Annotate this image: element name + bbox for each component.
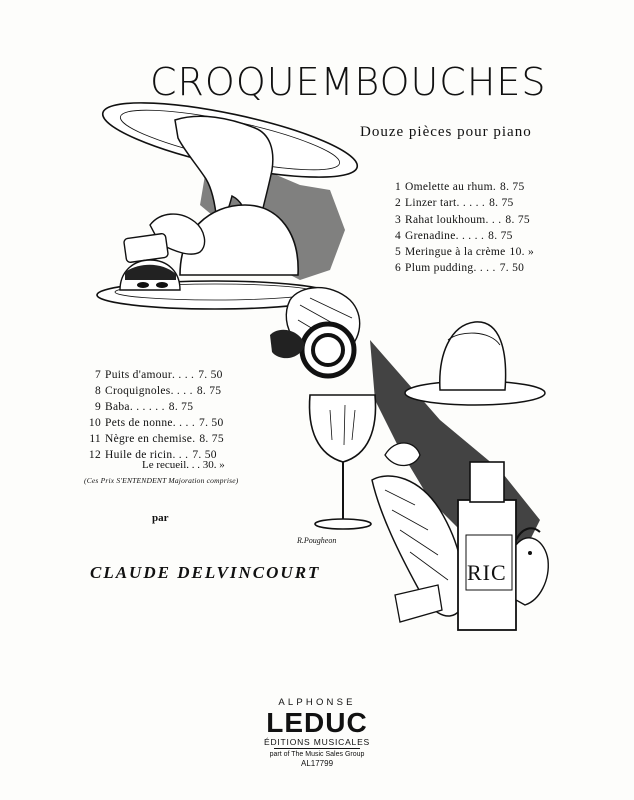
publisher-divider — [274, 748, 360, 749]
bottle-label: RIC — [467, 560, 507, 585]
illustrator-signature: R.Pougheon — [297, 536, 337, 545]
title: CROQUEMBOUCHES — [150, 60, 547, 104]
catalog-number: AL17799 — [300, 759, 334, 768]
recueil-price: Le recueil. . . 30. » — [142, 459, 225, 471]
publisher-logo: ALPHONSE LEDUC ÉDITIONS MUSICALES part o… — [252, 697, 382, 769]
price-note: (Ces Prix S'ENTENDENT Majoration compris… — [84, 476, 239, 485]
publisher-group: part of The Music Sales Group — [269, 751, 365, 758]
subtitle: Douze pièces pour piano — [360, 124, 532, 140]
bread-roll — [439, 321, 507, 391]
cheese-wedge — [394, 584, 443, 623]
publisher-subtitle: ÉDITIONS MUSICALES — [263, 737, 371, 747]
par-label: par — [152, 512, 169, 524]
wine-glass — [308, 394, 377, 463]
composer-name: CLAUDE DELVINCOURT — [90, 563, 321, 582]
grimacing-face — [515, 537, 549, 606]
publisher-first-name: ALPHONSE — [278, 697, 356, 708]
small-pastry — [384, 442, 421, 467]
publisher-name: LEDUC — [266, 707, 368, 738]
sleeve-cuff — [123, 233, 169, 263]
